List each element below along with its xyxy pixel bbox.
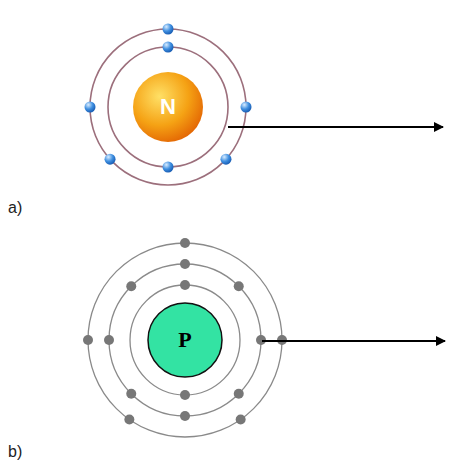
electron [163, 42, 174, 53]
electron [105, 154, 116, 165]
element-symbol: N [132, 71, 204, 143]
nucleus-shape [133, 72, 203, 142]
nucleus: P [147, 302, 223, 378]
pointer-arrow [228, 126, 443, 128]
electron [180, 259, 190, 269]
electron [126, 281, 136, 291]
electron-shell [90, 29, 246, 185]
electron [85, 102, 96, 113]
electron [241, 102, 252, 113]
element-symbol: P [147, 302, 223, 378]
electron [180, 280, 190, 290]
electron-shell [130, 285, 240, 395]
pointer-arrow [262, 340, 445, 342]
electron [83, 335, 93, 345]
electron-shell [109, 264, 261, 416]
electron [236, 414, 246, 424]
electron [220, 154, 231, 165]
electron-shell [108, 47, 228, 167]
electron [180, 390, 190, 400]
electron [163, 162, 174, 173]
electron [180, 238, 190, 248]
electron [163, 24, 174, 35]
nucleus: N [132, 71, 204, 143]
electron [124, 414, 134, 424]
part-letter: b) [8, 443, 22, 461]
electron [180, 411, 190, 421]
electron [104, 335, 114, 345]
part-letter: a) [8, 199, 22, 217]
electron [234, 389, 244, 399]
nucleus-shape [148, 303, 222, 377]
electron [234, 281, 244, 291]
electron [126, 389, 136, 399]
electron-shell [88, 243, 282, 437]
